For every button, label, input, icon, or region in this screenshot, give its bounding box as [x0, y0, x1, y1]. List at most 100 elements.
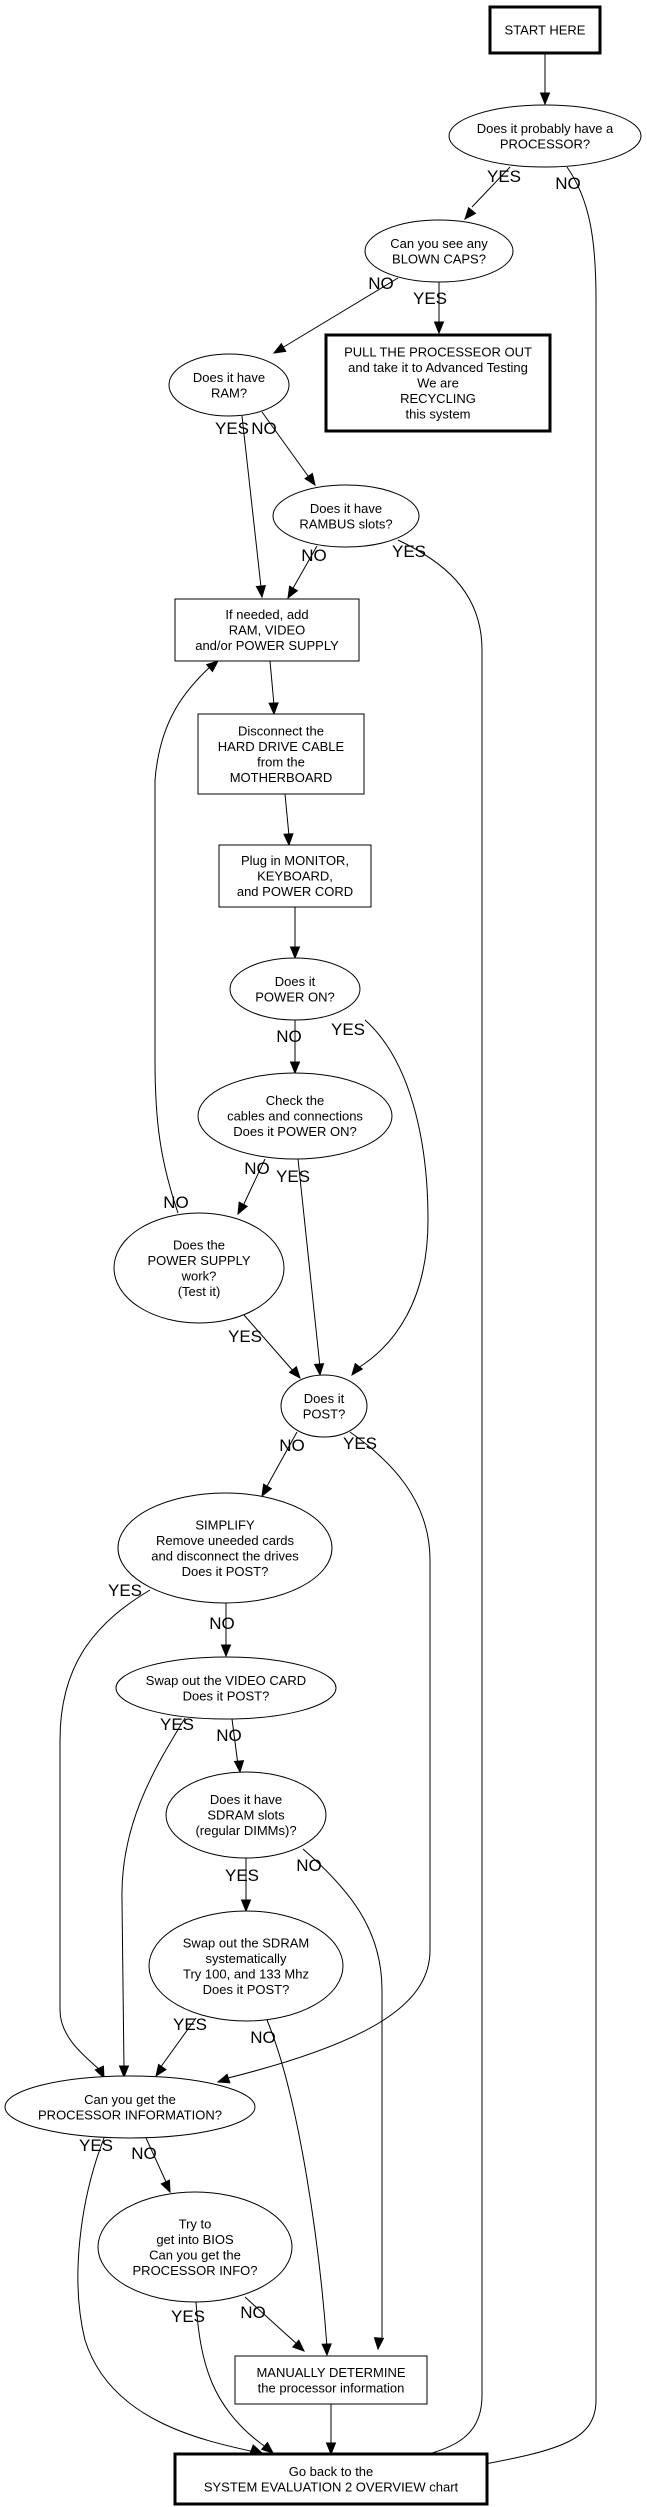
node-text-line: Does it POST?: [203, 1982, 290, 1997]
arrowhead-icon: [464, 206, 477, 221]
edge-line: [59, 1589, 151, 2073]
edge-label-yes: YES: [215, 419, 249, 438]
node-text-line: get into BIOS: [156, 2232, 234, 2247]
edge-line: [281, 277, 399, 349]
node-text-line: this system: [405, 407, 470, 422]
process-box: [324, 333, 552, 433]
edge-sdram-slots-to-manual: [302, 1848, 385, 2351]
decision-ellipse: [197, 1072, 393, 1160]
edge-line: [243, 1314, 295, 1373]
arrowhead-icon: [325, 2442, 337, 2456]
arrowhead-icon: [255, 585, 267, 599]
edge-label-yes: YES: [160, 1715, 194, 1734]
arrowhead-icon: [260, 2441, 275, 2454]
node-text-line: START HERE: [505, 23, 586, 38]
arrowhead-icon: [220, 1644, 232, 1658]
edge-label-no: NO: [131, 2144, 157, 2163]
node-text-line: POST?: [303, 1406, 346, 1421]
edge-swap-sdram-to-manual: [266, 2019, 332, 2357]
edge-label-no: NO: [368, 274, 394, 293]
edge-label-yes: YES: [487, 167, 521, 186]
node-text-line: KEYBOARD,: [257, 869, 333, 884]
edge-label-yes: YES: [108, 1581, 142, 1600]
edge-swap-video-to-sdram-slots: [231, 1718, 245, 1774]
edge-label-no: NO: [163, 1193, 189, 1212]
node-text-line: PULL THE PROCESSEOR OUT: [344, 345, 532, 360]
node-text-line: from the: [257, 754, 305, 769]
node-text-line: Try 100, and 133 Mhz: [183, 1966, 309, 1981]
edge-label-no: NO: [276, 1027, 302, 1046]
arrowhead-icon: [288, 1365, 301, 1380]
process-box: [488, 5, 602, 55]
process-box: [218, 844, 372, 908]
edge-add-parts-to-disconnect-hd: [268, 660, 279, 716]
node-text-line: Does it probably have a: [477, 121, 614, 136]
node-text-line: SDRAM slots: [207, 1808, 285, 1823]
edge-line: [195, 2301, 271, 2451]
edge-label-no: NO: [244, 1159, 270, 1178]
edge-line: [357, 1019, 429, 1369]
edge-line: [241, 415, 262, 588]
arrowhead-icon: [287, 585, 299, 600]
decision-ellipse: [117, 1492, 333, 1604]
process-box: [174, 598, 360, 662]
node-text-line: (Test it): [178, 1284, 221, 1299]
node-text-line: Can you see any: [390, 236, 488, 251]
node-text-line: If needed, add: [225, 607, 308, 622]
node-text-line: work?: [181, 1268, 217, 1283]
edge-line: [265, 1431, 298, 1489]
node-text-line: RECYCLING: [400, 391, 476, 406]
arrowhead-icon: [313, 1363, 325, 1377]
decision-ellipse: [115, 1656, 337, 1720]
arrowhead-icon: [118, 2065, 130, 2079]
edge-label-no: NO: [250, 2028, 276, 2047]
node-start: START HERE: [488, 5, 602, 55]
decision-ellipse: [97, 2191, 293, 2303]
node-text-line: Does it POST?: [182, 1564, 269, 1579]
node-text-line: systematically: [206, 1951, 287, 1966]
edge-line: [284, 793, 290, 837]
edge-post-to-proc-info: [216, 1431, 431, 2084]
arrowhead-icon: [205, 660, 220, 673]
edge-label-no: NO: [301, 546, 327, 565]
decision-ellipse: [113, 1212, 285, 1324]
node-text-line: PROCESSOR?: [500, 136, 590, 151]
edge-line: [297, 1158, 321, 1368]
edge-check-cables-to-post: [297, 1158, 325, 1377]
edge-label-yes: YES: [79, 2136, 113, 2155]
decision-ellipse: [272, 484, 420, 548]
decision-ellipse: [148, 1910, 344, 2022]
edge-label-yes: YES: [173, 2015, 207, 2034]
edge-line: [231, 1718, 239, 1766]
node-text-line: SIMPLIFY: [195, 1517, 255, 1532]
arrowhead-icon: [539, 92, 551, 106]
edge-swap-video-to-proc-info: [118, 1717, 186, 2079]
node-text-line: Go back to the: [289, 2464, 374, 2479]
node-text-line: cables and connections: [227, 1109, 363, 1124]
edge-label-yes: YES: [392, 542, 426, 561]
node-text-line: Remove uneeded cards: [156, 1533, 295, 1548]
edge-line: [242, 1158, 266, 1207]
arrowhead-icon: [94, 2065, 105, 2080]
arrowhead-icon: [289, 1061, 301, 1075]
node-text-line: Check the: [266, 1093, 325, 1108]
node-text-line: MOTHERBOARD: [230, 770, 333, 785]
edge-start-to-has-proc: [539, 54, 551, 106]
arrowhead-icon: [289, 946, 301, 960]
node-text-line: Plug in MONITOR,: [241, 853, 349, 868]
arrowhead-icon: [233, 1760, 245, 1774]
edge-bios-to-manual: [244, 2296, 305, 2352]
arrowhead-icon: [321, 2343, 332, 2357]
